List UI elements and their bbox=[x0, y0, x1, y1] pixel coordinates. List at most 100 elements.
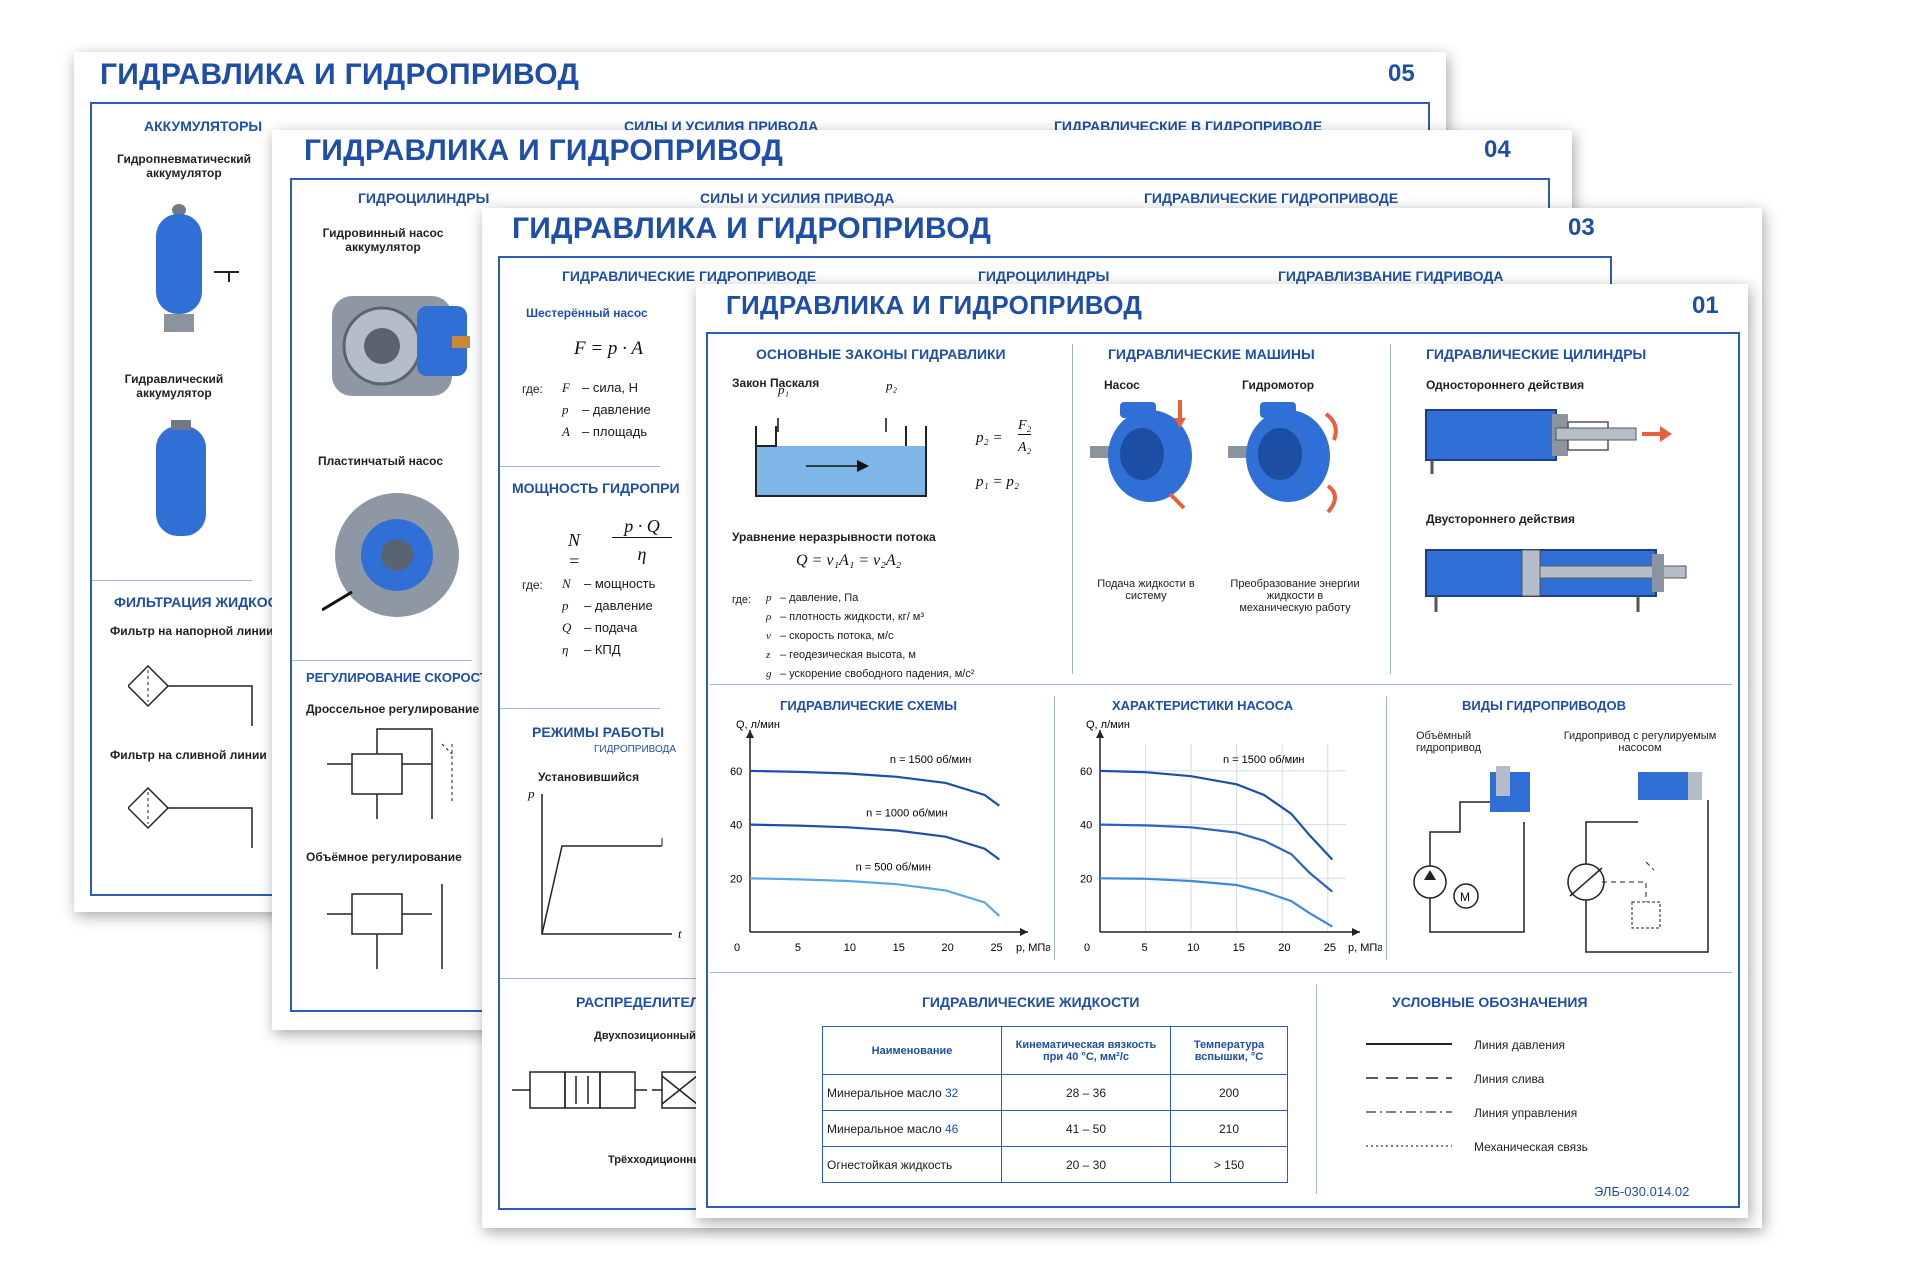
var-desc: – подача bbox=[584, 620, 638, 635]
var-desc: – плотность жидкости, кг/ м³ bbox=[780, 611, 925, 623]
section-heading: ГИДРАВЛИЧЕСКИЕ ГИДРОПРИВОДЕ bbox=[1144, 190, 1399, 206]
var-desc: – давление bbox=[584, 598, 653, 613]
legend-lines bbox=[1366, 1043, 1452, 1147]
label: Гидромотор bbox=[1242, 378, 1315, 392]
filter-symbol bbox=[128, 664, 253, 726]
divider bbox=[710, 684, 1732, 685]
series-line bbox=[749, 877, 1001, 917]
label: Шестерённый насос bbox=[526, 306, 648, 320]
section-heading: ХАРАКТЕРИСТИКИ НАСОСА bbox=[1112, 698, 1294, 713]
label: Двухпозиционный bbox=[594, 1030, 696, 1042]
y-tick-label: 40 bbox=[730, 820, 742, 832]
pump-illustration bbox=[1090, 400, 1192, 510]
x-axis-label: p, МПа bbox=[1016, 942, 1050, 954]
label: Гидровинный насос аккумулятор bbox=[322, 226, 444, 254]
table-row: Огнестойкая жидкость 20 – 30 > 150 bbox=[822, 1146, 1288, 1183]
var-symbol: z bbox=[766, 649, 771, 661]
divider bbox=[710, 972, 1732, 973]
table-row: Минеральное масло 46 41 – 50 210 bbox=[822, 1110, 1288, 1147]
x-tick-label: 15 bbox=[1233, 942, 1245, 954]
p2-equation: p₂ = bbox=[976, 430, 1003, 446]
label: Насос bbox=[1104, 378, 1140, 392]
var-symbol: g bbox=[766, 668, 772, 680]
vane-pump-illustration bbox=[322, 493, 459, 617]
x-tick-label: 20 bbox=[1278, 942, 1290, 954]
var-symbol: N bbox=[562, 576, 571, 591]
legend-item: Линия давления bbox=[1474, 1038, 1566, 1052]
x-tick-label: 25 bbox=[1324, 942, 1336, 954]
sheet-title: ГИДРАВЛИКА И ГИДРОПРИВОД bbox=[100, 58, 580, 91]
series-line bbox=[1099, 769, 1334, 861]
var-symbol: η bbox=[562, 642, 569, 657]
fluid-name-text: Минеральное масло bbox=[827, 1121, 945, 1136]
table-header: Кинематическая вязкость при 40 °С, мм²/с bbox=[1001, 1026, 1171, 1075]
viscosity-cell: 28 – 36 bbox=[1001, 1074, 1171, 1111]
label: Объёмное регулирование bbox=[306, 850, 462, 864]
divider bbox=[500, 708, 660, 709]
section-heading: ГИДРАВЛИЧЕСКИЕ МАШИНЫ bbox=[1108, 346, 1315, 362]
series-label: n = 1500 об/мин bbox=[890, 754, 971, 766]
section-heading: ГИДРАВЛИЧЕСКИЕ ЖИДКОСТИ bbox=[922, 994, 1140, 1010]
fluid-name: Огнестойкая жидкость bbox=[822, 1146, 1002, 1183]
series-label: n = 1000 об/мин bbox=[866, 808, 947, 820]
section-heading: РАСПРЕДЕЛИТЕЛИ bbox=[576, 994, 710, 1010]
where-label: где: bbox=[522, 382, 543, 396]
gear-pump-illustration bbox=[332, 296, 470, 396]
var-symbol: F bbox=[562, 380, 570, 395]
p1-equation: p₁ = p₂ bbox=[976, 474, 1020, 490]
legend-item: Линия слива bbox=[1474, 1072, 1545, 1086]
section-heading: СИЛЫ И УСИЛИЯ ПРИВОДА bbox=[700, 190, 895, 206]
section-subheading: ГИДРОПРИВОДА bbox=[594, 744, 676, 755]
x-tick-label: 10 bbox=[1187, 942, 1199, 954]
accumulator-illustration bbox=[156, 420, 206, 536]
pump-description: Подача жидкости в систему bbox=[1097, 578, 1195, 602]
flash-point-cell: 210 bbox=[1170, 1110, 1288, 1147]
var-symbol: p bbox=[562, 598, 569, 613]
x-axis-label: p, МПа bbox=[1348, 942, 1382, 954]
label: Фильтр на сливной линии bbox=[110, 748, 267, 762]
law-variables: p– давление, Па ρ– плотность жидкости, к… bbox=[766, 592, 974, 687]
section-heading: АККУМУЛЯТОРЫ bbox=[144, 118, 263, 134]
divider bbox=[292, 660, 472, 661]
y-tick-label: 60 bbox=[1080, 766, 1092, 778]
flash-point-cell: 200 bbox=[1170, 1074, 1288, 1111]
sheet-number: 05 bbox=[1388, 60, 1415, 87]
volumetric-scheme bbox=[327, 884, 443, 969]
f2-numerator: F₂ bbox=[1018, 418, 1032, 435]
divider bbox=[92, 580, 252, 581]
var-desc: – мощность bbox=[584, 576, 656, 591]
p-axis-label: p bbox=[528, 786, 535, 801]
label: Трёхходиционный bbox=[608, 1154, 710, 1166]
poster-sheet-01: ГИДРАВЛИКА И ГИДРОПРИВОД 01 ОСНОВНЫЕ ЗАК… bbox=[696, 284, 1748, 1218]
single-acting-cylinder bbox=[1425, 409, 1672, 474]
label: Объёмный гидропривод bbox=[1416, 730, 1482, 754]
x-tick-label: 15 bbox=[893, 942, 905, 954]
where-label: где: bbox=[732, 594, 752, 606]
fluid-name-text: Минеральное масло bbox=[827, 1085, 945, 1100]
series-line bbox=[749, 769, 1000, 807]
sheet-number: 04 bbox=[1484, 136, 1511, 163]
y-tick-label: 20 bbox=[730, 873, 742, 885]
section-heading: ВИДЫ ГИДРОПРИВОДОВ bbox=[1462, 698, 1627, 713]
var-desc: – геодезическая высота, м bbox=[780, 649, 916, 661]
legend-item: Механическая связь bbox=[1474, 1140, 1588, 1154]
motor-symbol: M bbox=[1460, 890, 1470, 904]
label: Фильтр на напорной линии bbox=[110, 624, 274, 638]
double-acting-cylinder bbox=[1425, 549, 1687, 612]
var-symbol: Q bbox=[562, 620, 572, 635]
var-desc: – площадь bbox=[582, 424, 648, 439]
document-code: ЭЛБ-030.014.02 bbox=[1594, 1184, 1690, 1199]
legend-item: Линия управления bbox=[1474, 1106, 1578, 1120]
label: Уравнение неразрывности потока bbox=[732, 530, 936, 544]
var-symbol: v bbox=[766, 630, 771, 642]
hydromotor-illustration bbox=[1228, 402, 1338, 514]
x-axis-arrow bbox=[1352, 928, 1360, 936]
divider bbox=[1316, 984, 1317, 1194]
section-heading: ФИЛЬТРАЦИЯ ЖИДКОС bbox=[114, 594, 278, 610]
fluid-grade: 46 bbox=[944, 1121, 959, 1136]
y-tick-label: 40 bbox=[1080, 820, 1092, 832]
power-variables: N– мощность p– давление Q– подача η– КПД bbox=[562, 576, 655, 664]
sheet-title: ГИДРАВЛИКА И ГИДРОПРИВОД bbox=[512, 212, 992, 245]
divider bbox=[1386, 696, 1387, 960]
